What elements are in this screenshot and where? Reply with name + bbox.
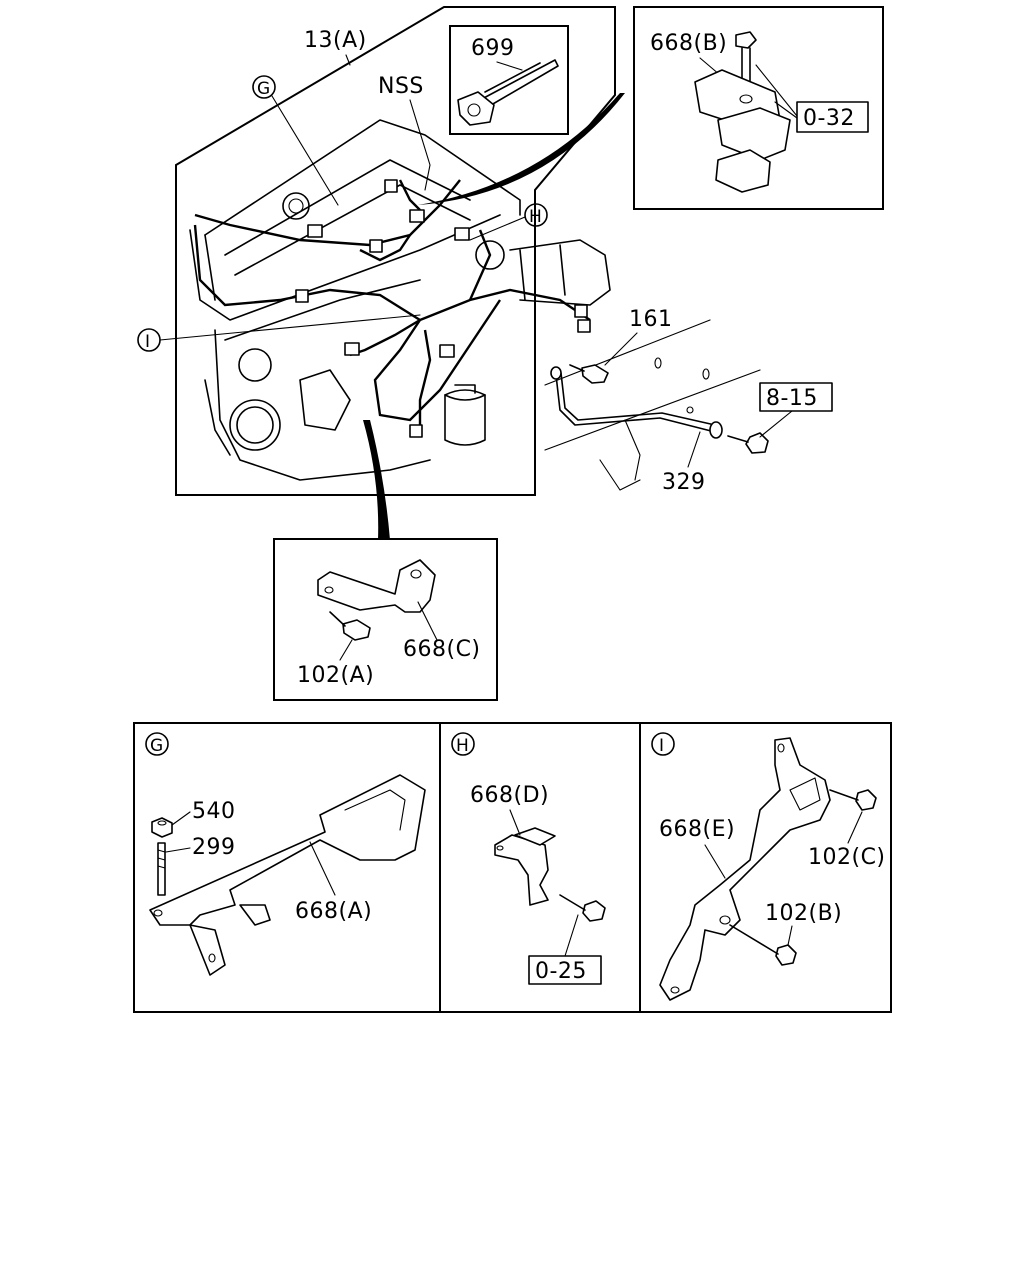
callout-102c: 102(C) bbox=[808, 845, 886, 870]
detail-i-marker: I bbox=[659, 736, 665, 756]
detail-g: G 540 299 668(A) bbox=[145, 732, 426, 976]
callout-699: 699 bbox=[471, 36, 515, 61]
bracket-c-detail: 668(C) 102(A) bbox=[273, 538, 498, 701]
detail-h: H 668(D) 0-25 bbox=[451, 732, 606, 985]
marker-h-top: H bbox=[469, 203, 548, 241]
ref-8-15: 8-15 bbox=[766, 386, 818, 411]
ground-cable-area: 161 8-15 329 bbox=[544, 307, 833, 495]
detail-g-marker: G bbox=[150, 736, 164, 756]
callout-668d: 668(D) bbox=[470, 783, 549, 808]
callout-668b: 668(B) bbox=[650, 31, 727, 56]
bracket-c-pointer bbox=[363, 420, 390, 540]
detail-panels bbox=[133, 722, 892, 1013]
callout-161: 161 bbox=[629, 307, 673, 332]
main-engine-panel: 13(A) NSS G H I bbox=[137, 6, 616, 496]
detail-h-marker: H bbox=[456, 736, 469, 756]
callout-668c: 668(C) bbox=[403, 637, 481, 662]
callout-13a: 13(A) bbox=[304, 28, 367, 53]
svg-text:H: H bbox=[529, 207, 542, 227]
detail-i: I 668(E) 102(C) 102(B) bbox=[651, 732, 886, 1001]
svg-text:G: G bbox=[257, 79, 271, 99]
callout-299: 299 bbox=[192, 835, 236, 860]
engine-illustration bbox=[189, 119, 611, 481]
callout-668a: 668(A) bbox=[295, 899, 372, 924]
ref-0-32: 0-32 bbox=[803, 106, 855, 131]
callout-329: 329 bbox=[662, 470, 706, 495]
callout-102a: 102(A) bbox=[297, 663, 374, 688]
callout-102b: 102(B) bbox=[765, 901, 842, 926]
marker-g-top: G bbox=[252, 75, 339, 206]
callout-nss: NSS bbox=[378, 74, 424, 99]
bracket-b-detail: 668(B) 0-32 bbox=[633, 6, 884, 210]
ref-0-25: 0-25 bbox=[535, 959, 587, 984]
marker-i-top: I bbox=[137, 314, 421, 352]
callout-540: 540 bbox=[192, 799, 236, 824]
callout-668e: 668(E) bbox=[659, 817, 735, 842]
clip-699-detail: 699 bbox=[449, 25, 569, 135]
svg-text:I: I bbox=[145, 332, 151, 352]
